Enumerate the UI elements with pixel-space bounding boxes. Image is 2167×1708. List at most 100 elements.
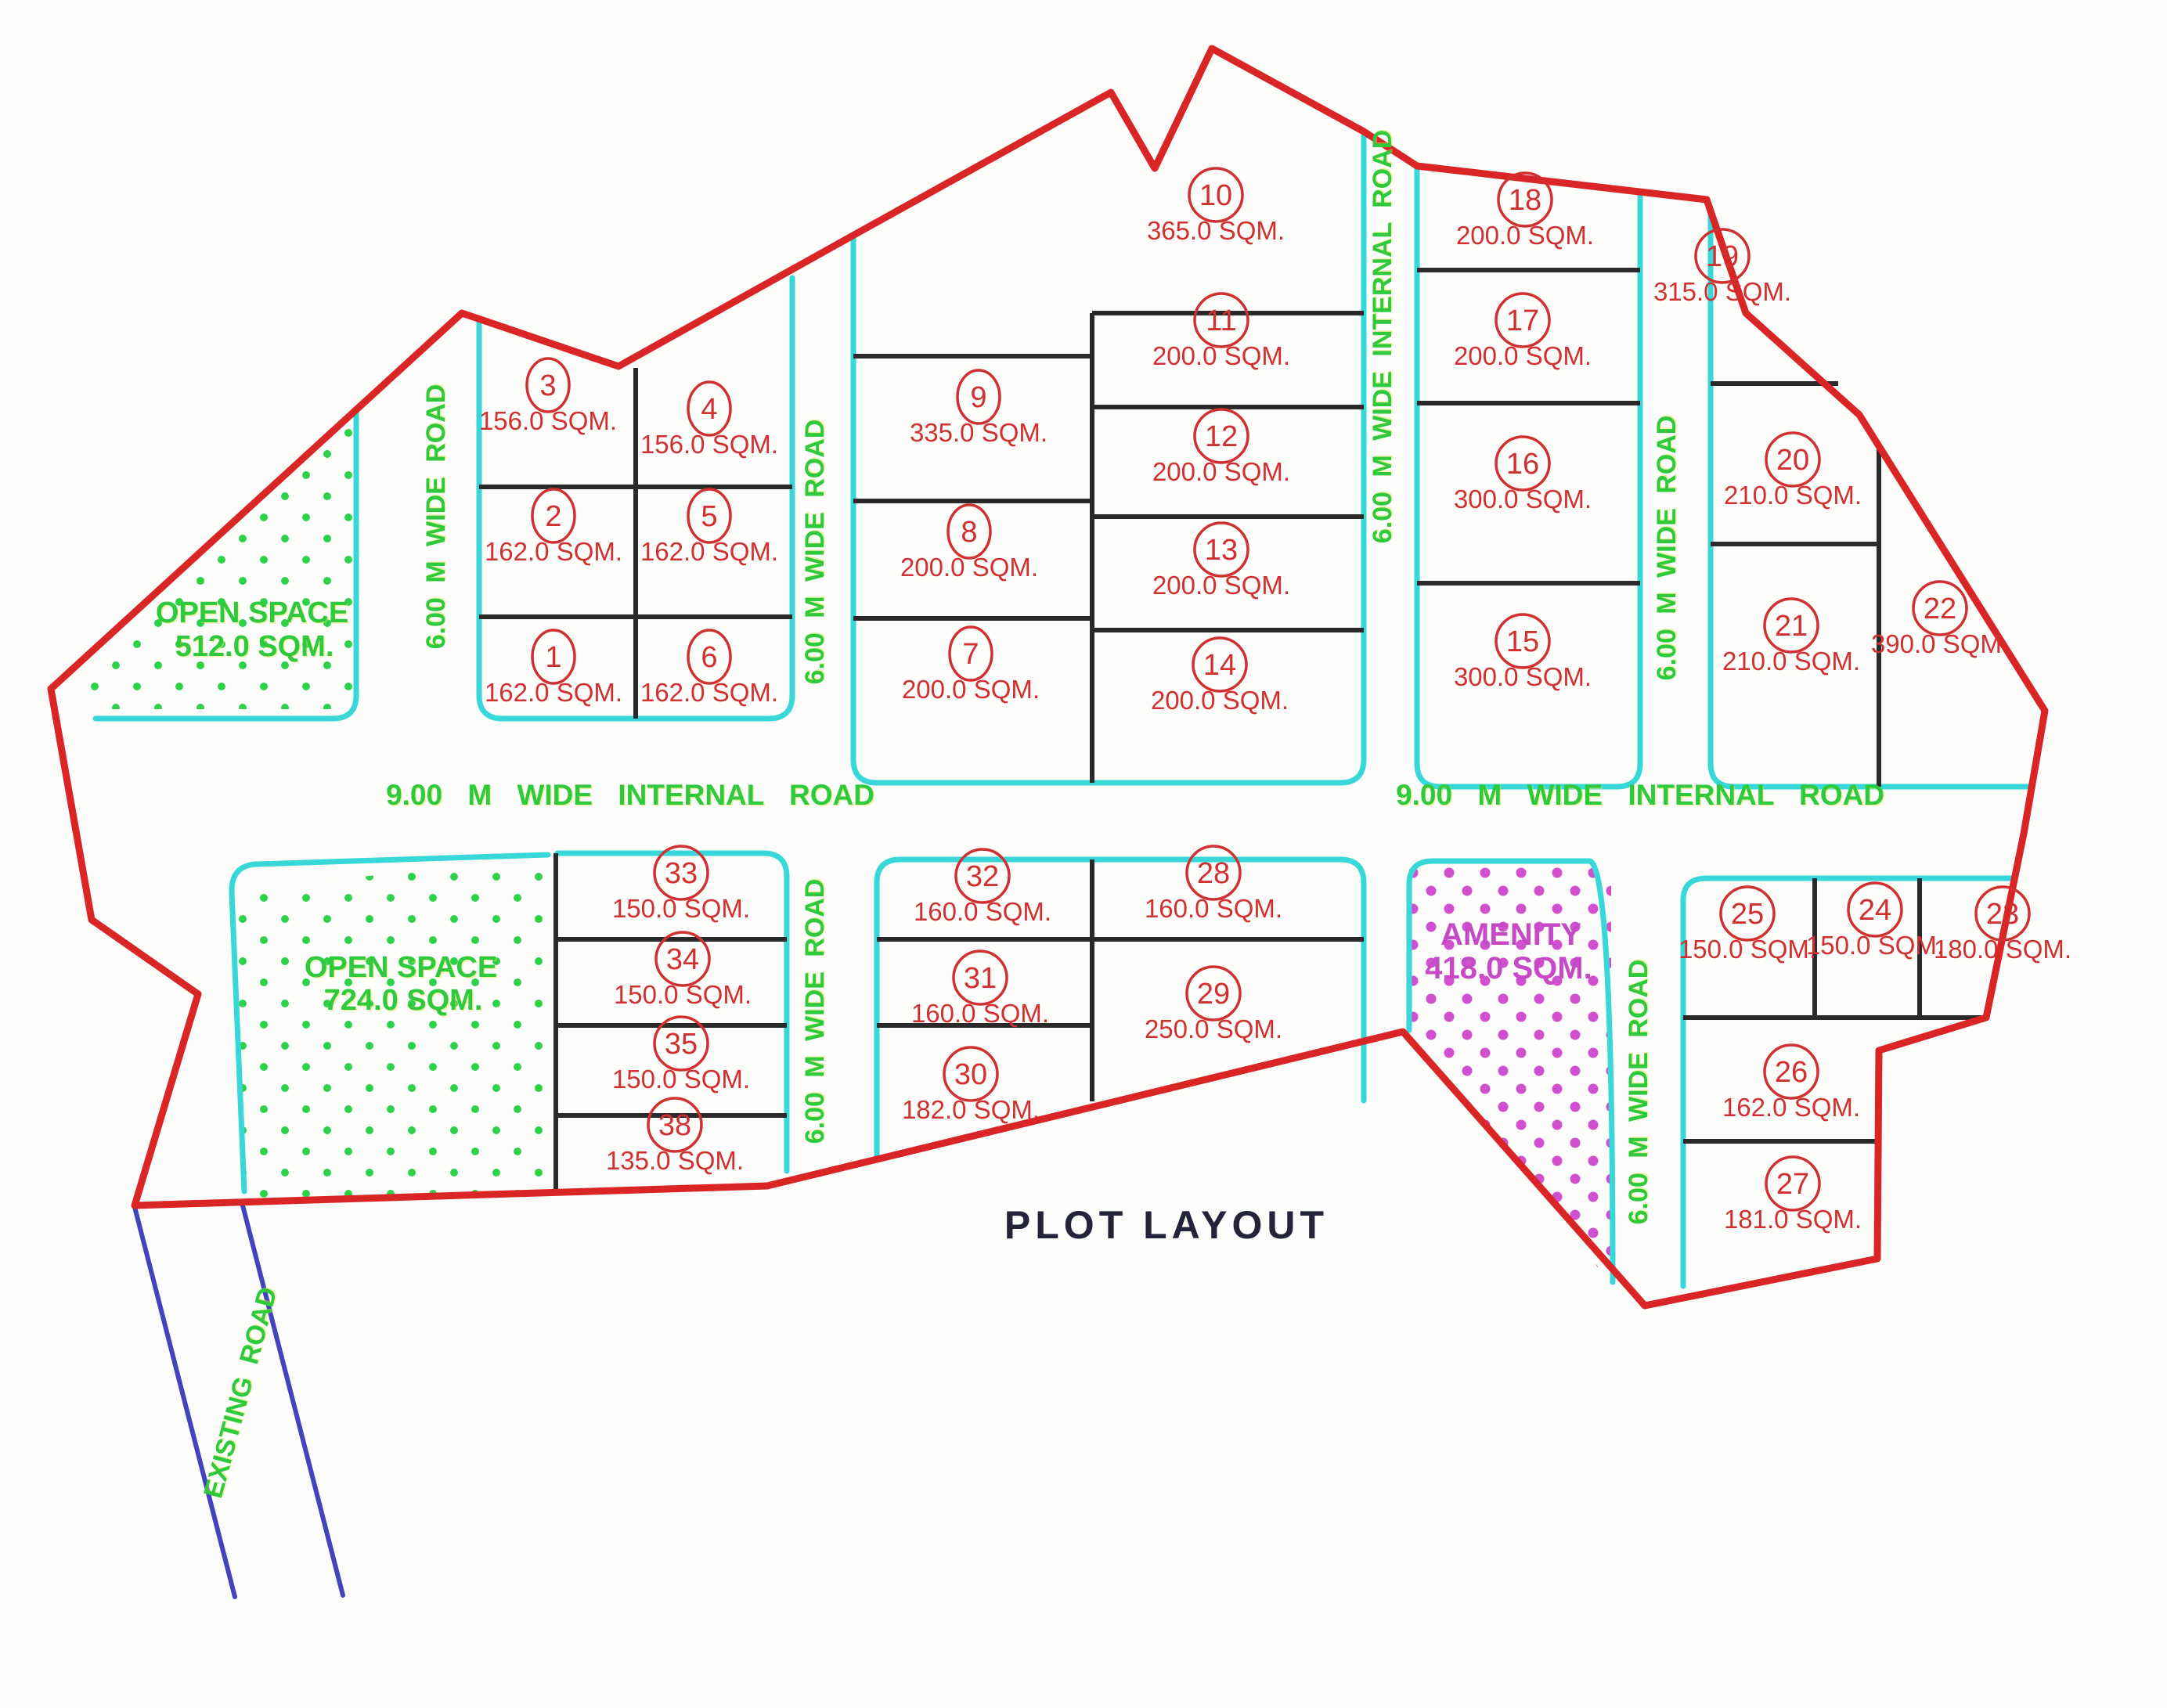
plot-7-area: 200.0 SQM. (902, 675, 1040, 704)
plot-18-number: 18 (1509, 184, 1541, 217)
plot-14-area: 200.0 SQM. (1151, 686, 1289, 715)
open-space-724-label: OPEN SPACE 724.0 SQM. (305, 951, 497, 1017)
plot-23-ring (1974, 885, 2031, 942)
plot-23-area: 180.0 SQM. (1934, 935, 2071, 964)
plot-25-number: 25 (1731, 898, 1764, 931)
plot-10-number: 10 (1199, 179, 1232, 212)
plot-35-number: 35 (665, 1028, 698, 1061)
plot-3-area: 156.0 SQM. (479, 406, 617, 435)
plot-6-number: 6 (701, 641, 717, 674)
open-space-512-hatch (53, 409, 356, 709)
plot-38-ring (647, 1097, 703, 1153)
plot-label-7: 7 200.0 SQM. (902, 625, 1040, 704)
plot-1-number: 1 (545, 641, 561, 674)
plot-label-35: 35 150.0 SQM. (612, 1015, 750, 1094)
plot-5-ring (687, 488, 732, 544)
road-label-2: 6.00 M WIDE INTERNAL ROAD (1368, 130, 1397, 543)
plot-label-8: 8 200.0 SQM. (900, 503, 1038, 582)
plot-34-ring (654, 931, 711, 987)
plot-7-ring (948, 625, 993, 682)
plot-29-ring (1185, 965, 1242, 1022)
plot-19-number: 19 (1706, 240, 1739, 273)
plot-24-number: 24 (1859, 894, 1891, 927)
plot-32-number: 32 (966, 860, 999, 893)
plot-14-number: 14 (1203, 649, 1236, 682)
plot-33-number: 33 (665, 857, 698, 890)
plot-31-area: 160.0 SQM. (911, 999, 1049, 1028)
plot-31-ring (952, 949, 1008, 1006)
road-edge-openspace512 (92, 406, 359, 722)
plot-28-area: 160.0 SQM. (1145, 894, 1282, 923)
plot-33-area: 150.0 SQM. (612, 894, 750, 923)
road-label-5: 9.00 M WIDE INTERNAL ROAD (1396, 779, 1884, 811)
plot-1-ring (531, 629, 576, 685)
plot-20-number: 20 (1776, 444, 1809, 477)
plot-5-area: 162.0 SQM. (640, 537, 778, 566)
plot-18-ring (1497, 171, 1553, 228)
road-edge-plots-20-22 (1707, 210, 2035, 790)
plot-29-number: 29 (1197, 978, 1230, 1011)
plot-35-area: 150.0 SQM. (612, 1065, 750, 1094)
plot-32-ring (954, 848, 1011, 904)
plot-labels: 1 162.0 SQM. 2 162.0 SQM. 3 156.0 SQM. 4156.0 … (479, 167, 2071, 1234)
plot-11-area: 200.0 SQM. (1152, 341, 1290, 370)
plot-2-number: 2 (545, 500, 561, 533)
plot-13-number: 13 (1205, 534, 1238, 567)
road-label-4: 9.00 M WIDE INTERNAL ROAD (386, 779, 874, 811)
road-label-7: 6.00 M WIDE ROAD (1624, 960, 1653, 1225)
plot-12-number: 12 (1205, 420, 1238, 453)
plot-26-ring (1763, 1043, 1819, 1100)
plot-6-ring (687, 629, 732, 685)
plot-2-ring (531, 488, 576, 544)
plot-16-number: 16 (1506, 448, 1539, 481)
plot-20-area: 210.0 SQM. (1724, 481, 1862, 510)
plot-12-ring (1193, 408, 1249, 464)
plot-10-ring (1188, 167, 1244, 223)
amenity-area: 418.0 SQM. (1425, 951, 1592, 986)
plot-6-area: 162.0 SQM. (640, 678, 778, 707)
plot-27-number: 27 (1776, 1168, 1809, 1201)
plot-1-area: 162.0 SQM. (485, 678, 622, 707)
plot-label-33: 33 150.0 SQM. (612, 845, 750, 923)
plot-7-number: 7 (962, 638, 979, 671)
plot-22-area: 390.0 SQM. (1871, 629, 2009, 658)
plot-30-number: 30 (954, 1058, 987, 1091)
plot-8-ring (946, 503, 992, 560)
open-space-724-hatch (233, 856, 548, 1198)
road-edge-block-f (1680, 875, 2015, 1289)
plot-label-6: 6 162.0 SQM. (640, 629, 778, 707)
plot-11-ring (1193, 292, 1249, 348)
plot-20-ring (1765, 431, 1821, 488)
road-edge-amenity (1406, 858, 1616, 1285)
plot-17-number: 17 (1506, 304, 1539, 337)
plot-19-area: 315.0 SQM. (1653, 277, 1791, 306)
road-edge-block-d (554, 850, 790, 1174)
road-label-0: 6.00 M WIDE ROAD (421, 384, 451, 650)
plot-3-number: 3 (539, 369, 556, 402)
plot-27-ring (1765, 1155, 1821, 1212)
plot-8-number: 8 (961, 516, 977, 549)
road-labels: 6.00 M WIDE ROAD 6.00 M WIDE ROAD 6.00 M W… (198, 130, 1884, 1501)
plot-26-area: 162.0 SQM. (1722, 1093, 1860, 1122)
plot-21-ring (1763, 597, 1819, 654)
plot-38-number: 38 (658, 1109, 691, 1142)
plot-8-area: 200.0 SQM. (900, 553, 1038, 582)
plot-17-ring (1495, 292, 1551, 348)
plot-label-3: 3 156.0 SQM. (479, 357, 617, 435)
